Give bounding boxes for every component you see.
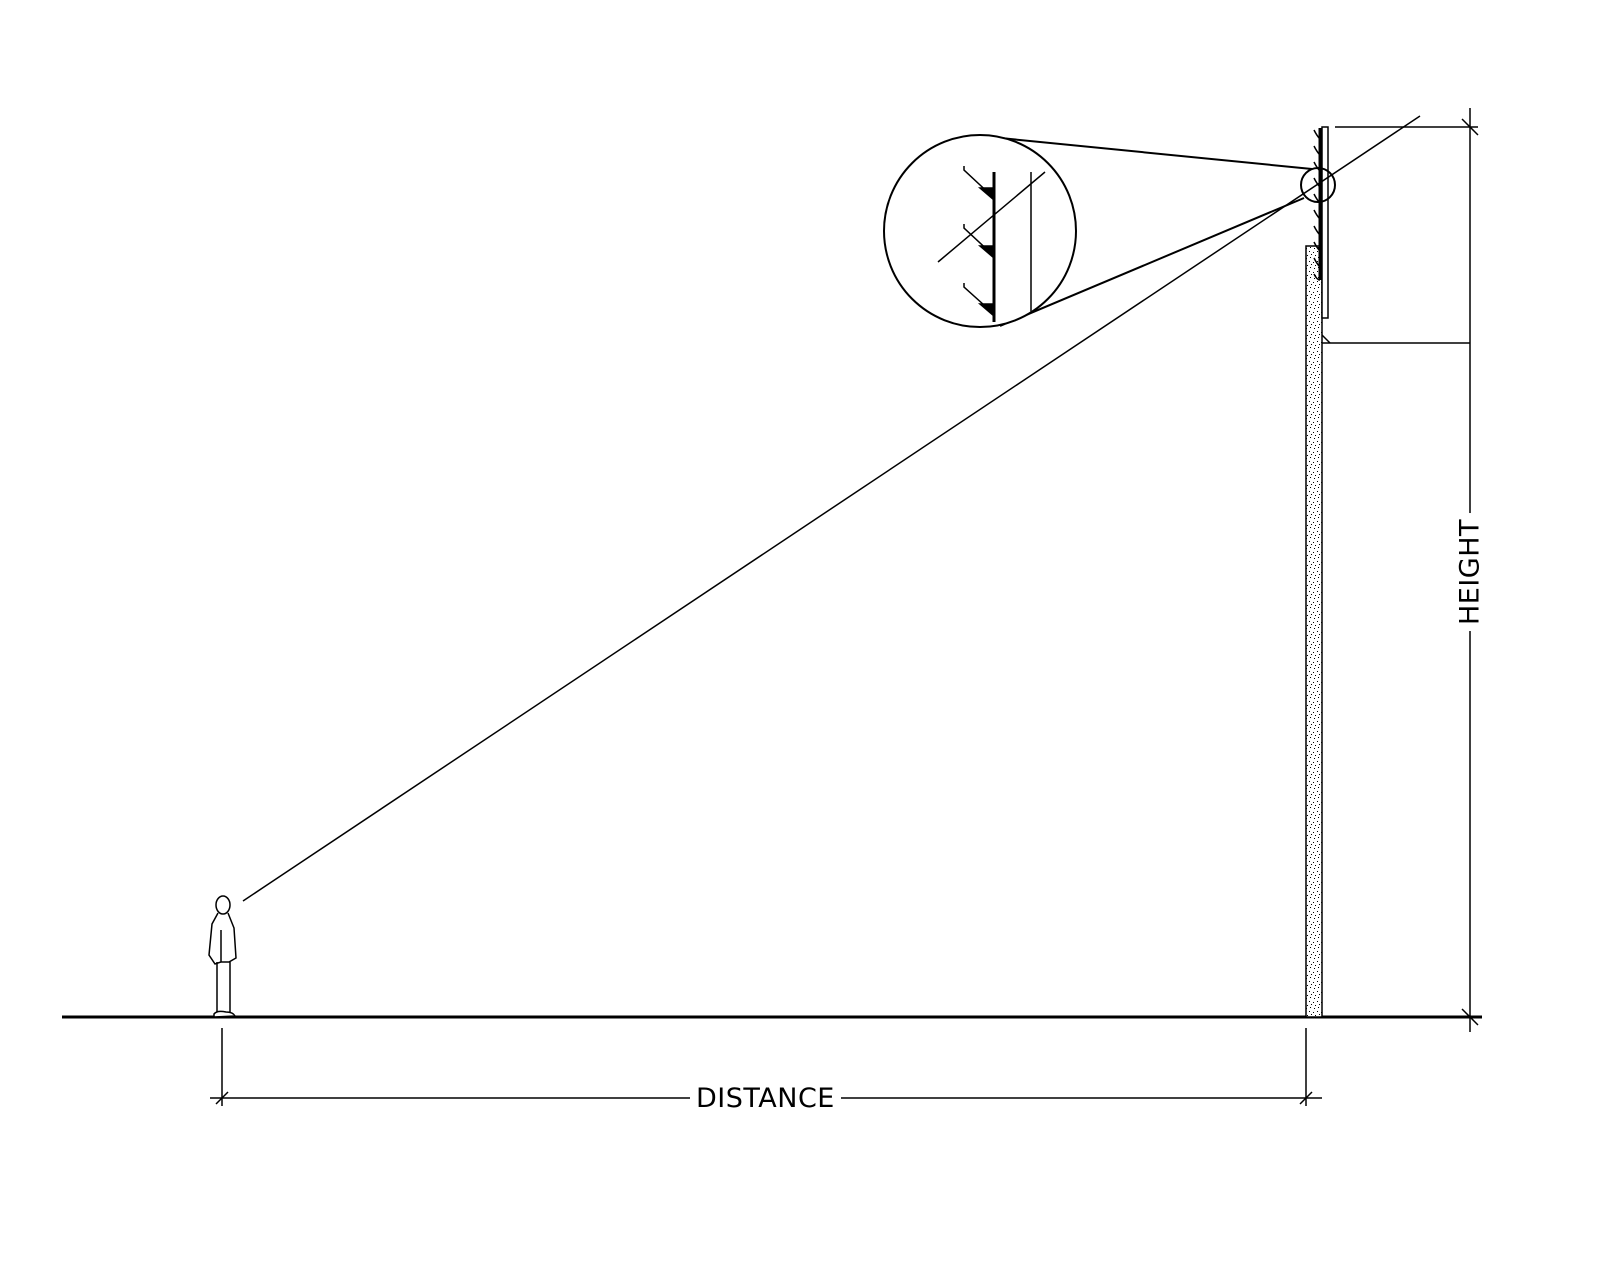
sign-panel xyxy=(1321,126,1329,319)
bracket-detail-enlargement xyxy=(883,134,1077,328)
height-label: HEIGHT xyxy=(1455,512,1486,632)
detail-callout-circle xyxy=(1300,167,1336,203)
person-icon xyxy=(208,895,237,1018)
detail-leader-bottom xyxy=(999,197,1305,327)
sight-line xyxy=(242,115,1421,902)
concrete-wall xyxy=(1305,245,1323,1018)
sign-support xyxy=(1321,334,1331,344)
distance-label: DISTANCE xyxy=(690,1085,841,1112)
detail-leader-top xyxy=(979,135,1313,170)
